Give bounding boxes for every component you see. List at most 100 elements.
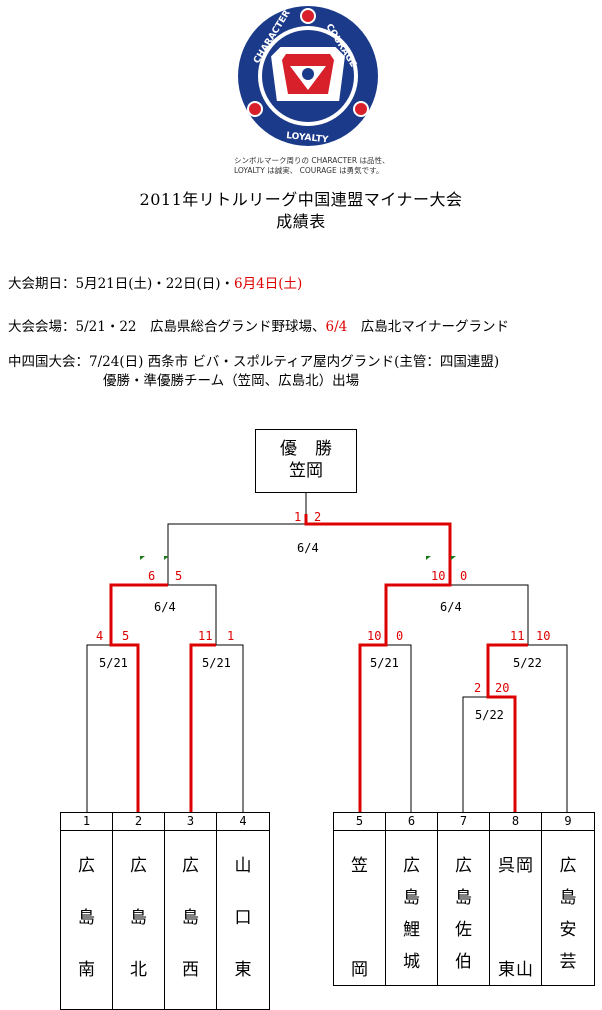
semi-right-right-line (450, 584, 529, 645)
tournament-period: 大会期日：5月21日(土)・22日(日)・6月4日(土) (8, 272, 302, 292)
q4-date: 5/22 (513, 656, 542, 670)
team-3-char-2: 島 (182, 908, 199, 928)
semi-right-date: 6/4 (440, 600, 462, 614)
team-6-number: 6 (385, 812, 438, 831)
venue-rest: 広島北マイナーグランド (347, 319, 509, 335)
team-1-char-1: 広 (78, 856, 95, 876)
team-3-name: 広 島 西 (164, 830, 217, 1010)
team-8-number: 8 (489, 812, 542, 831)
team-7-char-2: 島 (455, 888, 472, 908)
final-right-score: 2 (314, 510, 321, 524)
champion-box: 優勝 笠岡 (255, 429, 357, 493)
team-8-col2-char-1: 岡 (516, 856, 533, 876)
final-date: 6/4 (297, 541, 319, 555)
team-4-char-2: 口 (234, 908, 252, 928)
q4-right-line (528, 644, 568, 812)
q4-right-score: 10 (536, 629, 550, 643)
team-5-number: 5 (333, 812, 386, 831)
marker-1 (140, 556, 145, 560)
q2-left-score: 11 (198, 629, 212, 643)
win-path-team5 (304, 514, 452, 812)
final-left-line (167, 523, 306, 585)
page-subtitle: 成績表 (276, 212, 326, 231)
q3-right-line (386, 644, 412, 812)
venue-label: 大会会場：5/21・22 広島県総合グランド野球場、 (8, 319, 326, 335)
svg-text:LOYALTY: LOYALTY (286, 131, 330, 145)
semi-left-right-score: 5 (175, 569, 182, 583)
team-7-number: 7 (437, 812, 490, 831)
marker-4 (451, 556, 456, 560)
team-9-char-1: 広 (559, 856, 577, 876)
shikoku-line2: 優勝・準優勝チーム（笠岡、広島北）出場 (103, 373, 360, 389)
r1-date: 5/22 (475, 708, 504, 722)
team-9-char-2: 島 (559, 888, 577, 908)
team-2-char-3: 北 (130, 960, 147, 980)
tournament-venue: 大会会場：5/21・22 広島県総合グランド野球場、6/4 広島北マイナーグラン… (8, 315, 509, 335)
team-5-char-1: 笠 (351, 856, 368, 876)
team-6-char-2: 島 (403, 888, 420, 908)
team-3-char-1: 広 (182, 856, 199, 876)
marker-3 (426, 556, 431, 560)
team-5-name: 笠 岡 (333, 830, 386, 986)
team-4-number: 4 (216, 812, 270, 831)
semi-right-left-score: 10 (431, 569, 445, 583)
teams-table-right: 5 6 7 8 9 笠 岡 広 島 鯉 城 広 島 佐 伯 呉 東 岡 山 広 … (333, 812, 595, 986)
team-2-char-1: 広 (130, 856, 147, 876)
q3-left-score: 10 (367, 629, 381, 643)
team-6-char-4: 城 (403, 952, 420, 972)
team-1-char-3: 南 (78, 960, 95, 980)
team-1-char-2: 島 (78, 908, 95, 928)
win-path-team8 (486, 643, 528, 812)
team-6-char-3: 鯉 (403, 920, 420, 940)
bracket-lines: 1 2 6 5 10 0 4 5 11 1 10 0 11 10 2 20 6/… (86, 493, 568, 812)
team-2-number: 2 (112, 812, 165, 831)
champion-label: 優勝 (280, 439, 350, 459)
logo-note-line2: LOYALTY は誠実、 COURAGE は勇気です。 (234, 166, 384, 175)
semi-left-left-score: 6 (148, 569, 155, 583)
semi-left-right-line (168, 584, 217, 645)
q1-left-line (86, 644, 111, 812)
venue-red: 6/4 (325, 319, 348, 335)
logo-note-line1: シンボルマーク周りの CHARACTER は品性、 (234, 156, 390, 165)
period-label: 大会期日：5月21日(土)・22日(日)・ (8, 276, 235, 292)
team-7-char-4: 伯 (455, 952, 472, 972)
q2-date: 5/21 (202, 656, 231, 670)
semi-right-right-score: 0 (460, 569, 467, 583)
team-7-char-3: 佐 (455, 920, 472, 940)
shikoku-line1: 中四国大会：7/24(日) 西条市 ビバ・スポルティア屋内グランド(主管：四国連… (8, 354, 500, 370)
team-3-char-3: 西 (182, 960, 199, 980)
r1-right-score: 20 (495, 681, 509, 695)
team-4-name: 山 口 東 (216, 830, 270, 1010)
team-1-number: 1 (60, 812, 113, 831)
win-path-team2 (109, 583, 168, 812)
team-7-char-1: 広 (455, 856, 472, 876)
team-2-name: 広 島 北 (112, 830, 165, 1010)
teams-table-left: 1 2 3 4 広 島 南 広 島 北 広 島 西 山 口 東 (60, 812, 270, 1010)
r1-left-line (462, 696, 488, 812)
semi-left-date: 6/4 (154, 600, 176, 614)
team-6-name: 広 島 鯉 城 (385, 830, 438, 986)
logo-note: シンボルマーク周りの CHARACTER は品性、 LOYALTY は誠実、 C… (234, 156, 389, 176)
period-red: 6月4日(土) (234, 276, 303, 292)
q1-left-score: 4 (96, 629, 103, 643)
team-9-char-3: 安 (559, 920, 577, 940)
marker-2 (164, 556, 169, 560)
win-path-team3 (189, 643, 216, 812)
team-9-number: 9 (541, 812, 595, 831)
q1-right-score: 5 (122, 629, 129, 643)
little-league-logo: CHARACTER COURAGE LOYALTY (238, 6, 378, 146)
team-4-char-3: 東 (234, 960, 252, 980)
team-1-name: 広 島 南 (60, 830, 113, 1010)
team-8-col1-char-1: 呉 (498, 856, 515, 876)
team-9-char-4: 芸 (559, 952, 577, 972)
q2-right-line (216, 644, 244, 812)
team-4-char-1: 山 (234, 856, 252, 876)
team-9-name: 広 島 安 芸 (541, 830, 595, 986)
team-8-col2-char-2: 山 (516, 960, 533, 980)
team-3-number: 3 (164, 812, 217, 831)
team-8-col1-char-2: 東 (498, 960, 515, 980)
page-title: 2011年リトルリーグ中国連盟マイナー大会 (139, 190, 463, 209)
team-8-name: 呉 東 岡 山 (489, 830, 542, 986)
q3-right-score: 0 (396, 629, 403, 643)
team-7-name: 広 島 佐 伯 (437, 830, 490, 986)
